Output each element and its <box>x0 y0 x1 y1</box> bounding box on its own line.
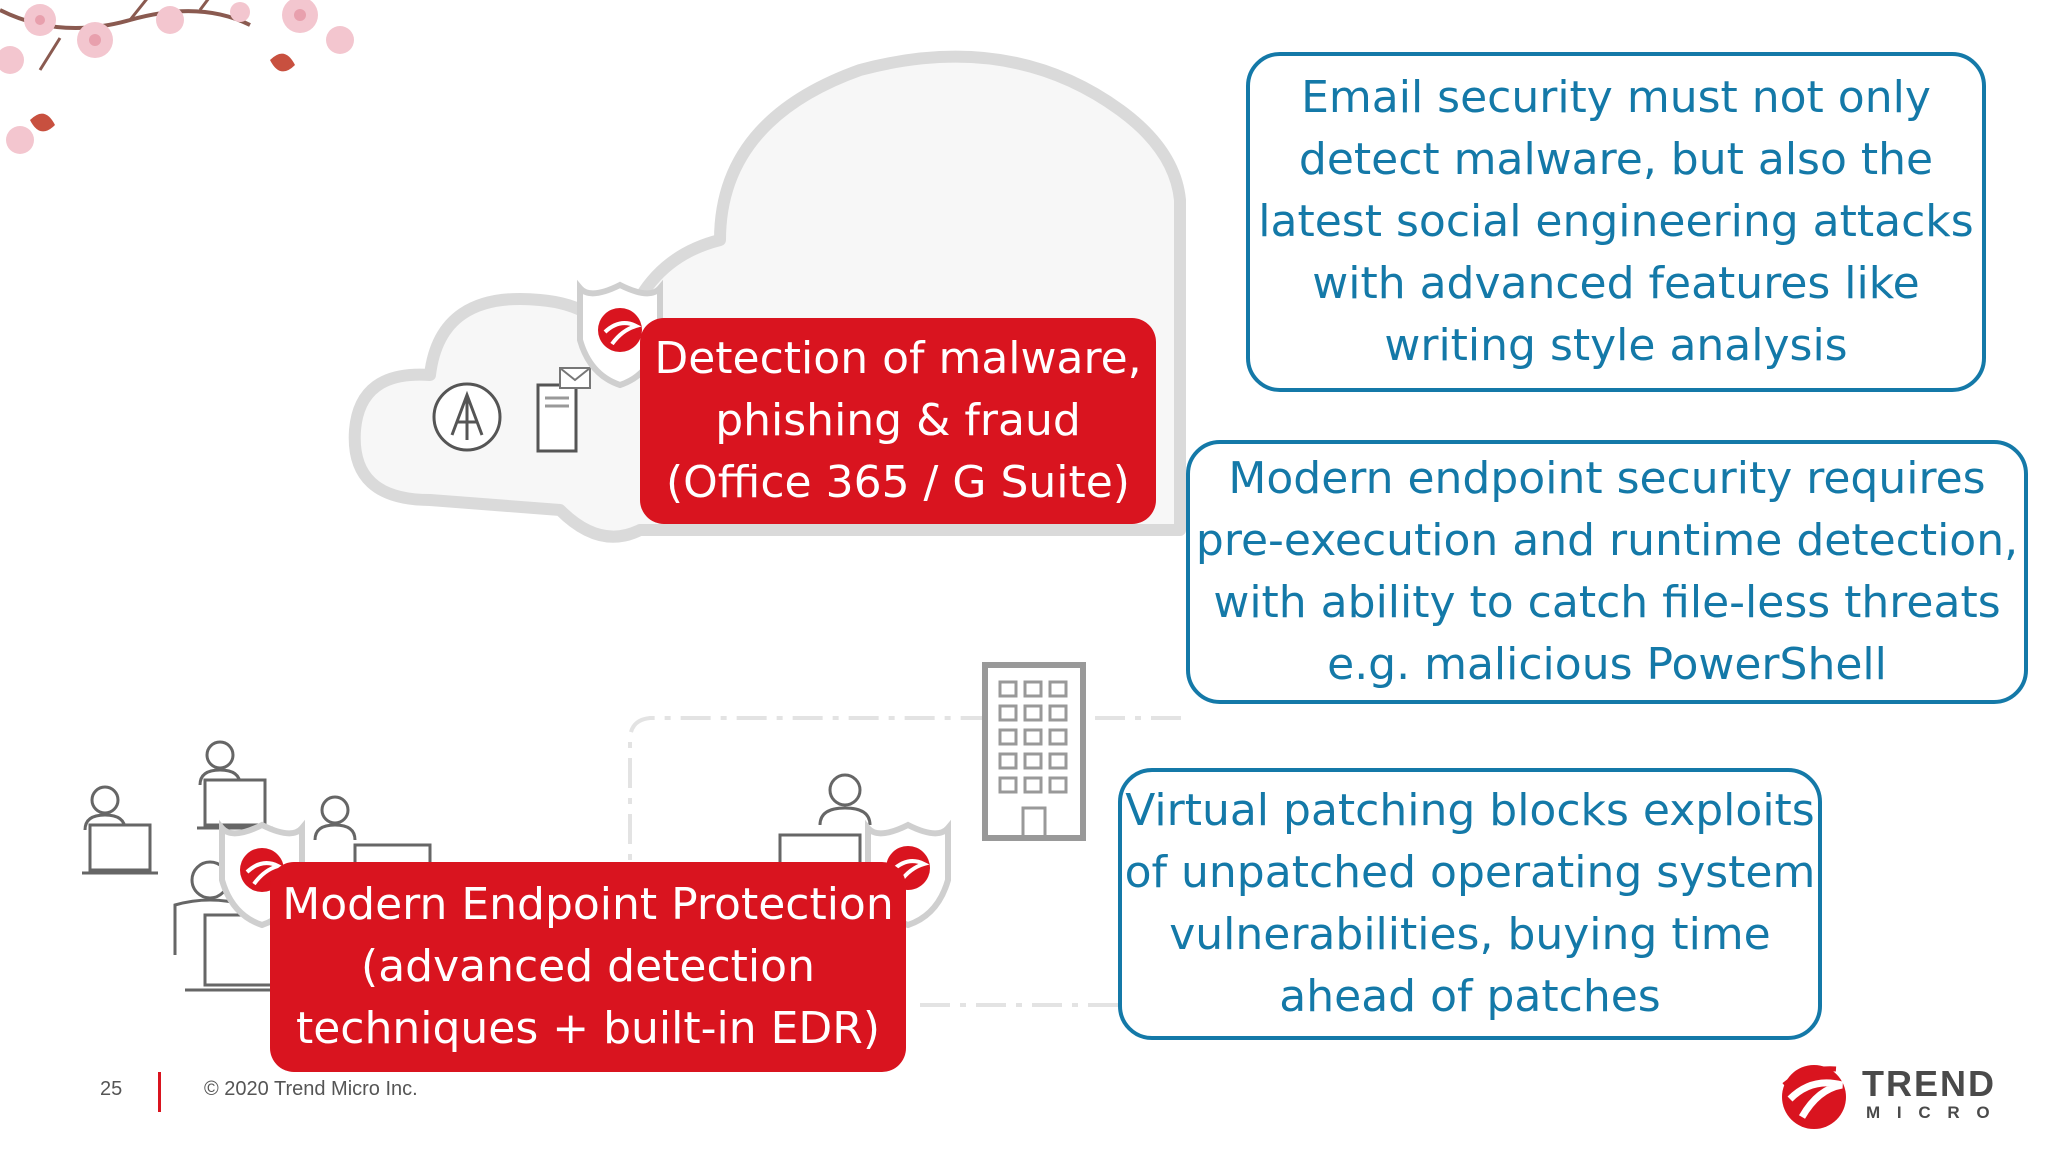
page-number: 25 <box>100 1078 123 1100</box>
network-lines <box>628 716 1190 1007</box>
office-building-icon <box>982 662 1086 841</box>
email-security-note: Email security must not only detect malw… <box>1246 52 1986 392</box>
trend-micro-logo: TREND M I C R O <box>1776 1055 2016 1135</box>
logo-text-micro: M I C R O <box>1866 1103 1996 1122</box>
virtual-patching-note: Virtual patching blocks exploits of unpa… <box>1118 768 1822 1040</box>
copyright-text: © 2020 Trend Micro Inc. <box>204 1078 418 1100</box>
cherry-blossom-decoration <box>0 0 354 154</box>
endpoint-protection-callout: Modern Endpoint Protection (advanced det… <box>270 862 906 1072</box>
trend-micro-logo-icon <box>1782 1065 1846 1129</box>
footer-divider <box>158 1072 161 1112</box>
cloud-detection-callout: Detection of malware, phishing & fraud (… <box>640 318 1156 524</box>
logo-text-trend: TREND <box>1862 1063 1996 1104</box>
endpoint-security-note: Modern endpoint security requires pre-ex… <box>1186 440 2028 704</box>
